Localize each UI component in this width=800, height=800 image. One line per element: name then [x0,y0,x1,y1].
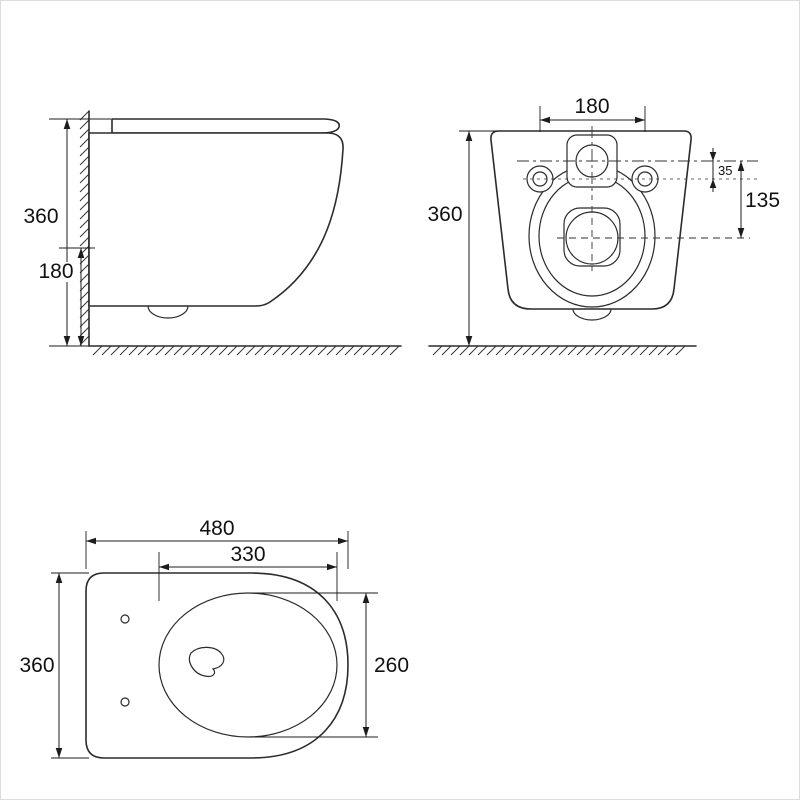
dim-arrow [737,228,745,238]
dim-side-height: 360 [23,118,111,347]
dim-arrow [327,563,337,571]
dim-arrow [362,593,370,603]
label-backing [34,262,78,282]
dim-label-flush-to-bolt: 35 [718,163,732,178]
floor-hatch-left [92,345,400,356]
toilet-lid-profile [111,118,341,134]
dim-arrow [540,116,550,124]
dim-label-plan-opening-width: 260 [374,654,409,677]
dim-arrow [77,336,85,346]
front-view: 180 360 35 135 [427,95,780,356]
toilet-body-profile [88,132,344,307]
dim-arrow [86,537,96,545]
dim-front-height: 360 [427,130,499,346]
drain-bump-side [147,305,189,319]
dim-side-outlet-height: 180 [34,247,95,346]
dim-label-bolt-to-drain: 135 [745,189,780,212]
dim-arrow [465,336,473,346]
dim-label-plan-opening-depth: 330 [230,543,265,566]
dim-arrow [362,727,370,737]
dim-arrow [465,131,473,141]
dim-arrow [338,537,348,545]
dim-label-plan-depth: 480 [199,517,234,540]
dim-front-bolt-spacing: 180 [539,95,646,132]
dim-plan-depth: 480 [85,517,349,569]
plan-view: 480 330 360 260 [19,517,409,759]
dim-flush-to-bolt: 35 [709,148,732,192]
dim-label-front-height: 360 [427,203,462,226]
side-view: 360 180 [23,110,402,356]
dim-arrow [77,248,85,258]
dim-plan-width: 360 [19,572,89,759]
seat-outline [85,572,349,759]
hinge-hole-bottom [120,697,130,707]
dim-label-plan-width: 360 [19,654,54,677]
dim-label-side-height: 360 [23,205,58,228]
bowl-opening [158,592,338,738]
floor-hatch-right [432,345,686,356]
dim-arrow [159,563,169,571]
dim-plan-opening-width: 260 [251,592,409,738]
dim-arrow [55,748,63,758]
dim-label-bolt-spacing: 180 [574,95,609,118]
hinge-hole-top [120,614,130,624]
drain-bump-front [572,308,612,321]
dim-plan-opening-depth: 330 [158,543,338,601]
dim-bolt-to-drain: 135 [737,161,780,238]
dim-arrow [709,179,717,188]
dim-arrow [737,161,745,171]
dim-arrow [63,336,71,346]
dim-arrow [55,573,63,583]
dim-arrow [635,116,645,124]
dim-label-side-outlet-height: 180 [38,260,73,283]
water-spot [188,646,225,678]
dim-arrow [63,119,71,129]
dim-arrow [709,152,717,161]
